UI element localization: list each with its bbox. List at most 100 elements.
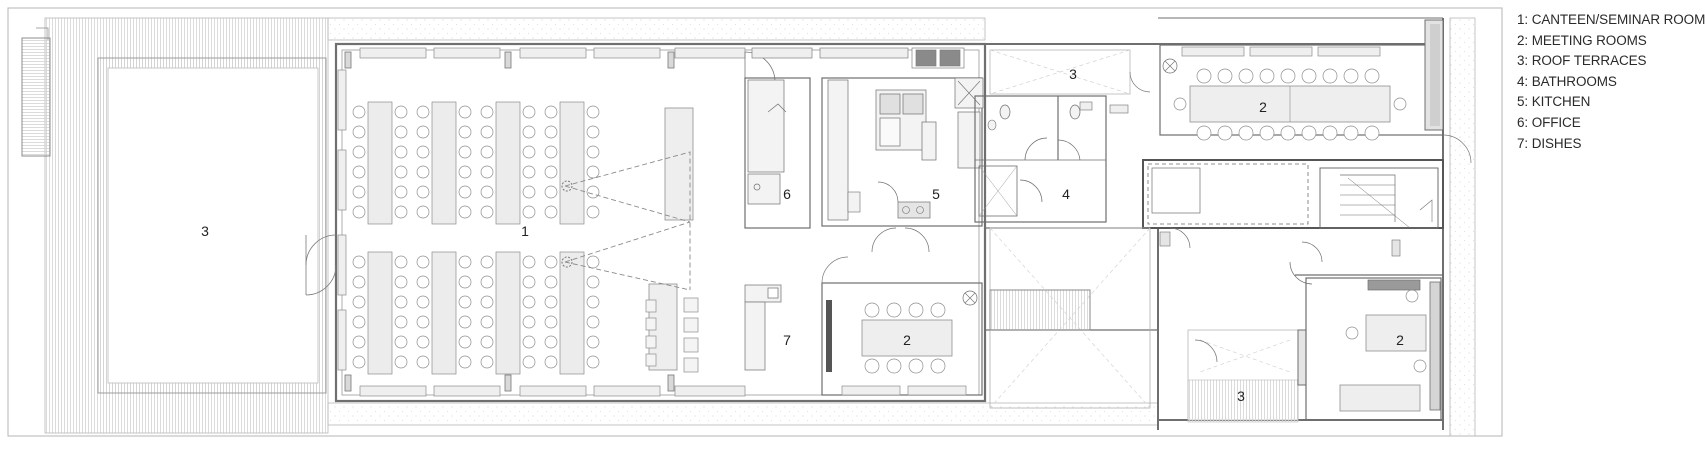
canteen-table xyxy=(559,251,585,375)
canteen-chair xyxy=(352,255,366,269)
canteen-chair xyxy=(522,205,536,219)
canteen-chair xyxy=(544,315,558,329)
canteen-radiators xyxy=(337,47,746,397)
canteen-chair xyxy=(544,165,558,179)
meeting-chair xyxy=(1393,97,1407,111)
meeting-chair xyxy=(886,302,902,318)
canteen-chair xyxy=(544,105,558,119)
legend-item-bathrooms: 4: BATHROOMS xyxy=(1517,73,1617,89)
canteen-chair xyxy=(352,335,366,349)
canteen-chair xyxy=(522,125,536,139)
meeting-chair xyxy=(1259,68,1275,84)
meeting-chair xyxy=(1217,68,1233,84)
canteen-chair xyxy=(416,185,430,199)
canteen-chair xyxy=(522,185,536,199)
canteen-chair xyxy=(352,145,366,159)
meeting-chair xyxy=(1196,125,1212,141)
canteen-chair xyxy=(458,275,472,289)
room-label-meeting-center: 2 xyxy=(903,332,911,348)
canteen-table xyxy=(559,101,585,225)
canteen-chair xyxy=(394,105,408,119)
room-label-canteen: 1 xyxy=(521,223,529,239)
meeting-chair xyxy=(1343,125,1359,141)
canteen-chair xyxy=(394,295,408,309)
canteen-chair xyxy=(416,295,430,309)
canteen-chair xyxy=(480,205,494,219)
planting-south xyxy=(327,402,1159,426)
serving-counter xyxy=(561,107,699,373)
canteen-chair xyxy=(480,145,494,159)
meeting-room-center xyxy=(821,256,983,396)
canteen-chair xyxy=(394,275,408,289)
canteen-chair xyxy=(458,295,472,309)
roof-terrace-north xyxy=(989,49,1151,95)
canteen-chair xyxy=(480,295,494,309)
legend-item-meeting-rooms: 2: MEETING ROOMS xyxy=(1517,32,1647,48)
canteen-chair xyxy=(458,355,472,369)
planting-east xyxy=(1449,17,1476,437)
canteen-chair xyxy=(416,105,430,119)
kitchen-north-counter xyxy=(751,47,965,69)
room-label-meeting-north: 2 xyxy=(1259,99,1267,115)
meeting-room-north xyxy=(1159,19,1472,164)
canteen-chair xyxy=(544,355,558,369)
canteen-chair xyxy=(458,185,472,199)
canteen-chair xyxy=(416,205,430,219)
canteen-chair xyxy=(480,275,494,289)
canteen-chair xyxy=(522,145,536,159)
canteen-chair xyxy=(416,275,430,289)
canteen-chair xyxy=(352,355,366,369)
canteen-chair xyxy=(394,185,408,199)
canteen-chair xyxy=(522,315,536,329)
canteen-chair xyxy=(544,275,558,289)
kitchen-room xyxy=(821,77,984,227)
canteen-chair xyxy=(586,185,600,199)
meeting-north-chairs xyxy=(1173,68,1407,141)
meeting-chair xyxy=(1238,68,1254,84)
canteen-chair xyxy=(394,315,408,329)
canteen-chair xyxy=(586,295,600,309)
canteen-chair xyxy=(458,105,472,119)
canteen-chair xyxy=(352,275,366,289)
canteen-chair xyxy=(394,205,408,219)
canteen-chair xyxy=(586,125,600,139)
canteen-chair xyxy=(416,145,430,159)
canteen-table xyxy=(367,101,393,225)
canteen-chair xyxy=(458,205,472,219)
meeting-chair xyxy=(908,302,924,318)
canteen-chair xyxy=(586,145,600,159)
canteen-chair xyxy=(586,335,600,349)
canteen-columns xyxy=(344,51,675,392)
meeting-chair xyxy=(1301,68,1317,84)
canteen-chair xyxy=(416,255,430,269)
roof-terrace-south xyxy=(1187,329,1307,423)
canteen-chair xyxy=(352,125,366,139)
legend-item-canteen: 1: CANTEEN/SEMINAR ROOM xyxy=(1517,12,1705,27)
canteen-chair xyxy=(416,165,430,179)
meeting-chair xyxy=(1196,68,1212,84)
canteen-chair xyxy=(480,185,494,199)
canteen-chair xyxy=(522,275,536,289)
canteen-chair xyxy=(544,335,558,349)
planting-north xyxy=(327,17,986,41)
canteen-chair xyxy=(544,295,558,309)
room-legend: 1: CANTEEN/SEMINAR ROOM 2: MEETING ROOMS… xyxy=(1517,10,1705,154)
room-label-meeting-east: 2 xyxy=(1396,332,1404,348)
canteen-chair xyxy=(522,355,536,369)
meeting-chair xyxy=(864,358,880,374)
canteen-chair xyxy=(544,145,558,159)
canteen-chair xyxy=(522,165,536,179)
site-boundary xyxy=(7,7,1503,437)
canteen-chair xyxy=(416,335,430,349)
dishes-room xyxy=(744,284,782,371)
canteen-chair xyxy=(586,355,600,369)
meeting-chair xyxy=(1217,125,1233,141)
canteen-chair xyxy=(416,125,430,139)
canteen-chair xyxy=(544,205,558,219)
canteen-chair xyxy=(416,315,430,329)
canteen-chair xyxy=(586,105,600,119)
canteen-chair xyxy=(480,165,494,179)
canteen-chair xyxy=(480,105,494,119)
stair-core xyxy=(1142,159,1444,285)
room-label-terrace-south: 3 xyxy=(1237,388,1245,404)
